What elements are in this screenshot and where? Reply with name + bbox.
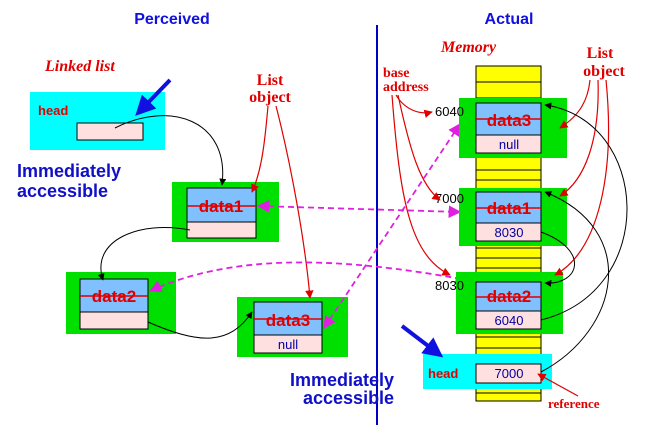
accessible-label-left-1: Immediately [17,161,121,181]
left-list-object-arrow-1 [251,105,269,193]
dashed-link-data2 [148,261,469,293]
address-8030: 8030 [435,278,464,293]
right-list-object-arrow-3 [554,79,610,276]
memory-block-8030: data2 6040 [456,272,563,334]
perceived-head-box [30,92,165,150]
perceived-data2-to-data3-arrow [147,311,253,339]
accessible-label-left-2: accessible [17,181,108,201]
right-list-object-arrow-2 [559,79,599,197]
perceived-node-data2: data2 [66,272,176,334]
right-list-object-arrow-1 [559,79,591,129]
base-address-arrow-2 [397,94,441,201]
perceived-head-pointer [76,122,144,141]
linked-list-label: Linked list [44,58,115,75]
memory-label: Memory [440,39,497,56]
reference-arrow [537,373,579,397]
address-7000: 7000 [435,191,464,206]
actual-head-label: head [428,366,458,381]
perceived-heading: Perceived [134,11,210,28]
dashed-link-data3 [323,122,461,330]
base-address-label-1: base [383,66,409,81]
actual-head-value: 7000 [495,366,524,381]
list-object-label-left-1: List [257,72,284,89]
memory-7000-next: 8030 [495,225,524,240]
actual-heading: Actual [485,11,534,28]
actual-head-cell [475,363,542,384]
list-object-label-right-1: List [587,45,614,62]
left-list-object-arrow-2 [275,105,314,299]
blue-arrow-icon-right [400,324,444,358]
blue-arrow-icon [135,78,172,116]
address-6040: 6040 [435,104,464,119]
base-address-arrow-3 [391,94,451,276]
perceived-data1-to-data2-arrow [97,226,191,281]
reference-label: reference [548,396,600,411]
memory-block-7000: data1 8030 [459,188,567,246]
memory-6040-data: data3 [487,111,531,130]
memory-block-6040: data3 null [459,98,567,158]
accessible-label-right-2: accessible [303,388,394,408]
perceived-node-data3: data3 null [237,297,348,357]
perceived-data3-text: data3 [266,311,310,330]
perceived-node-data1: data1 [172,182,279,242]
memory-6040-next: null [499,137,519,152]
perceived-data3-null: null [278,337,298,352]
dashed-link-data1 [256,200,462,218]
actual-head-to-7000-arrow [540,191,609,373]
actual-7000-to-8030-arrow [540,231,575,287]
perceived-head-label: head [38,103,68,118]
list-object-label-right-2: object [583,63,625,80]
base-address-label-2: address [383,80,429,95]
actual-8030-to-6040-arrow [540,102,628,321]
accessible-label-right-1: Immediately [290,370,394,390]
list-object-label-left-2: object [249,89,291,106]
perceived-head-to-data1-arrow [114,115,227,186]
memory-8030-next: 6040 [495,313,524,328]
